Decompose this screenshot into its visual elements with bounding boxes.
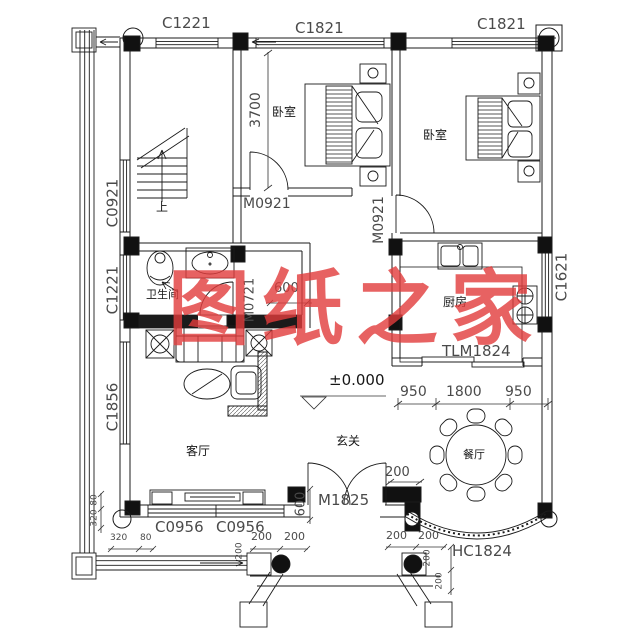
dim-bath-600: 600 <box>274 281 299 296</box>
kitchen-fixtures <box>399 242 538 363</box>
dining-table <box>429 408 523 502</box>
outer-walls <box>119 37 556 518</box>
window-label-hc1824: HC1824 <box>452 542 512 560</box>
dim-porch-r-200b: 200 <box>418 529 439 542</box>
porch-steps <box>239 552 453 628</box>
terrace-railing <box>71 27 247 580</box>
dim-1800: 1800 <box>446 384 482 400</box>
room-label-living: 客厅 <box>186 444 211 458</box>
living-feature-wall <box>227 351 268 417</box>
tv-stand <box>149 489 266 506</box>
level-mark: ±0.000 <box>329 371 385 389</box>
window-label-c1821-right: C1821 <box>477 15 526 33</box>
window-label-c1221-left: C1221 <box>103 265 122 315</box>
dim-sill-80-v: 80 <box>89 494 100 506</box>
dim-sill-320-h: 320 <box>110 533 128 543</box>
staircase <box>136 127 190 202</box>
bay-window <box>405 511 549 540</box>
dim-950-right: 950 <box>505 384 532 400</box>
door-entry-double <box>307 462 387 506</box>
bathroom-sink <box>185 247 235 279</box>
room-label-foyer: 玄关 <box>336 434 361 448</box>
columns <box>112 24 563 532</box>
door-bedroom2 <box>395 194 435 234</box>
window-label-c0921: C0921 <box>103 178 122 228</box>
bed-2 <box>465 72 541 183</box>
room-label-bedroom2: 卧室 <box>423 128 448 142</box>
dimension-lines <box>97 49 553 595</box>
end-table-1 <box>145 329 175 359</box>
dim-sill-320-v: 320 <box>89 509 100 527</box>
window-label-c0956-b: C0956 <box>216 518 265 536</box>
door-label-m0921-bed1: M0921 <box>243 196 291 212</box>
window-label-c1856: C1856 <box>103 382 122 432</box>
dim-entry-200: 200 <box>385 465 410 480</box>
dim-950-left: 950 <box>400 384 427 400</box>
dim-porch-l-200a: 200 <box>251 530 272 543</box>
armchair <box>230 365 262 400</box>
door-label-m1825: M1825 <box>318 491 370 509</box>
coffee-table <box>183 368 231 400</box>
window-bands <box>120 38 552 517</box>
room-label-bathroom: 卫生间 <box>146 288 179 301</box>
sofa <box>175 325 245 363</box>
living-furniture <box>145 325 273 506</box>
door-bathroom <box>199 281 234 316</box>
door-label-tlm1824: TLM1824 <box>442 342 511 360</box>
doors <box>199 151 525 506</box>
window-label-c1221-top: C1221 <box>162 14 211 32</box>
end-table-2 <box>245 329 273 357</box>
dim-porch-v-200a: 200 <box>234 542 245 560</box>
north-arrow <box>251 38 276 46</box>
dim-porch-l-200b: 200 <box>284 530 305 543</box>
door-label-m0721: M0721 <box>242 277 258 323</box>
door-bedroom1 <box>249 151 289 191</box>
bathroom-fixtures <box>146 247 235 293</box>
dim-bedroom-depth: 3700 <box>248 92 264 128</box>
kitchen-sink <box>437 242 483 270</box>
room-label-dining: 餐厅 <box>463 448 485 461</box>
dim-entry-600: 600 <box>293 491 309 517</box>
room-label-bedroom1: 卧室 <box>272 105 297 119</box>
window-label-c0956-a: C0956 <box>155 518 204 536</box>
toilet <box>146 250 174 286</box>
dining-chairs <box>429 408 523 502</box>
stove <box>512 285 538 325</box>
dim-porch-v-200c: 200 <box>434 572 445 590</box>
dim-porch-v-200b: 200 <box>422 549 433 567</box>
window-label-c1621: C1621 <box>552 252 571 302</box>
interior-walls <box>130 48 542 367</box>
dim-sill-80-h: 80 <box>140 533 152 543</box>
dim-porch-r-200a: 200 <box>386 529 407 542</box>
bed-1 <box>304 63 391 187</box>
stairs-up-label: 上 <box>156 200 169 214</box>
door-label-m0921-bed2: M0921 <box>371 196 387 244</box>
window-label-c1821-mid: C1821 <box>295 19 344 37</box>
room-label-kitchen: 厨房 <box>443 295 468 309</box>
